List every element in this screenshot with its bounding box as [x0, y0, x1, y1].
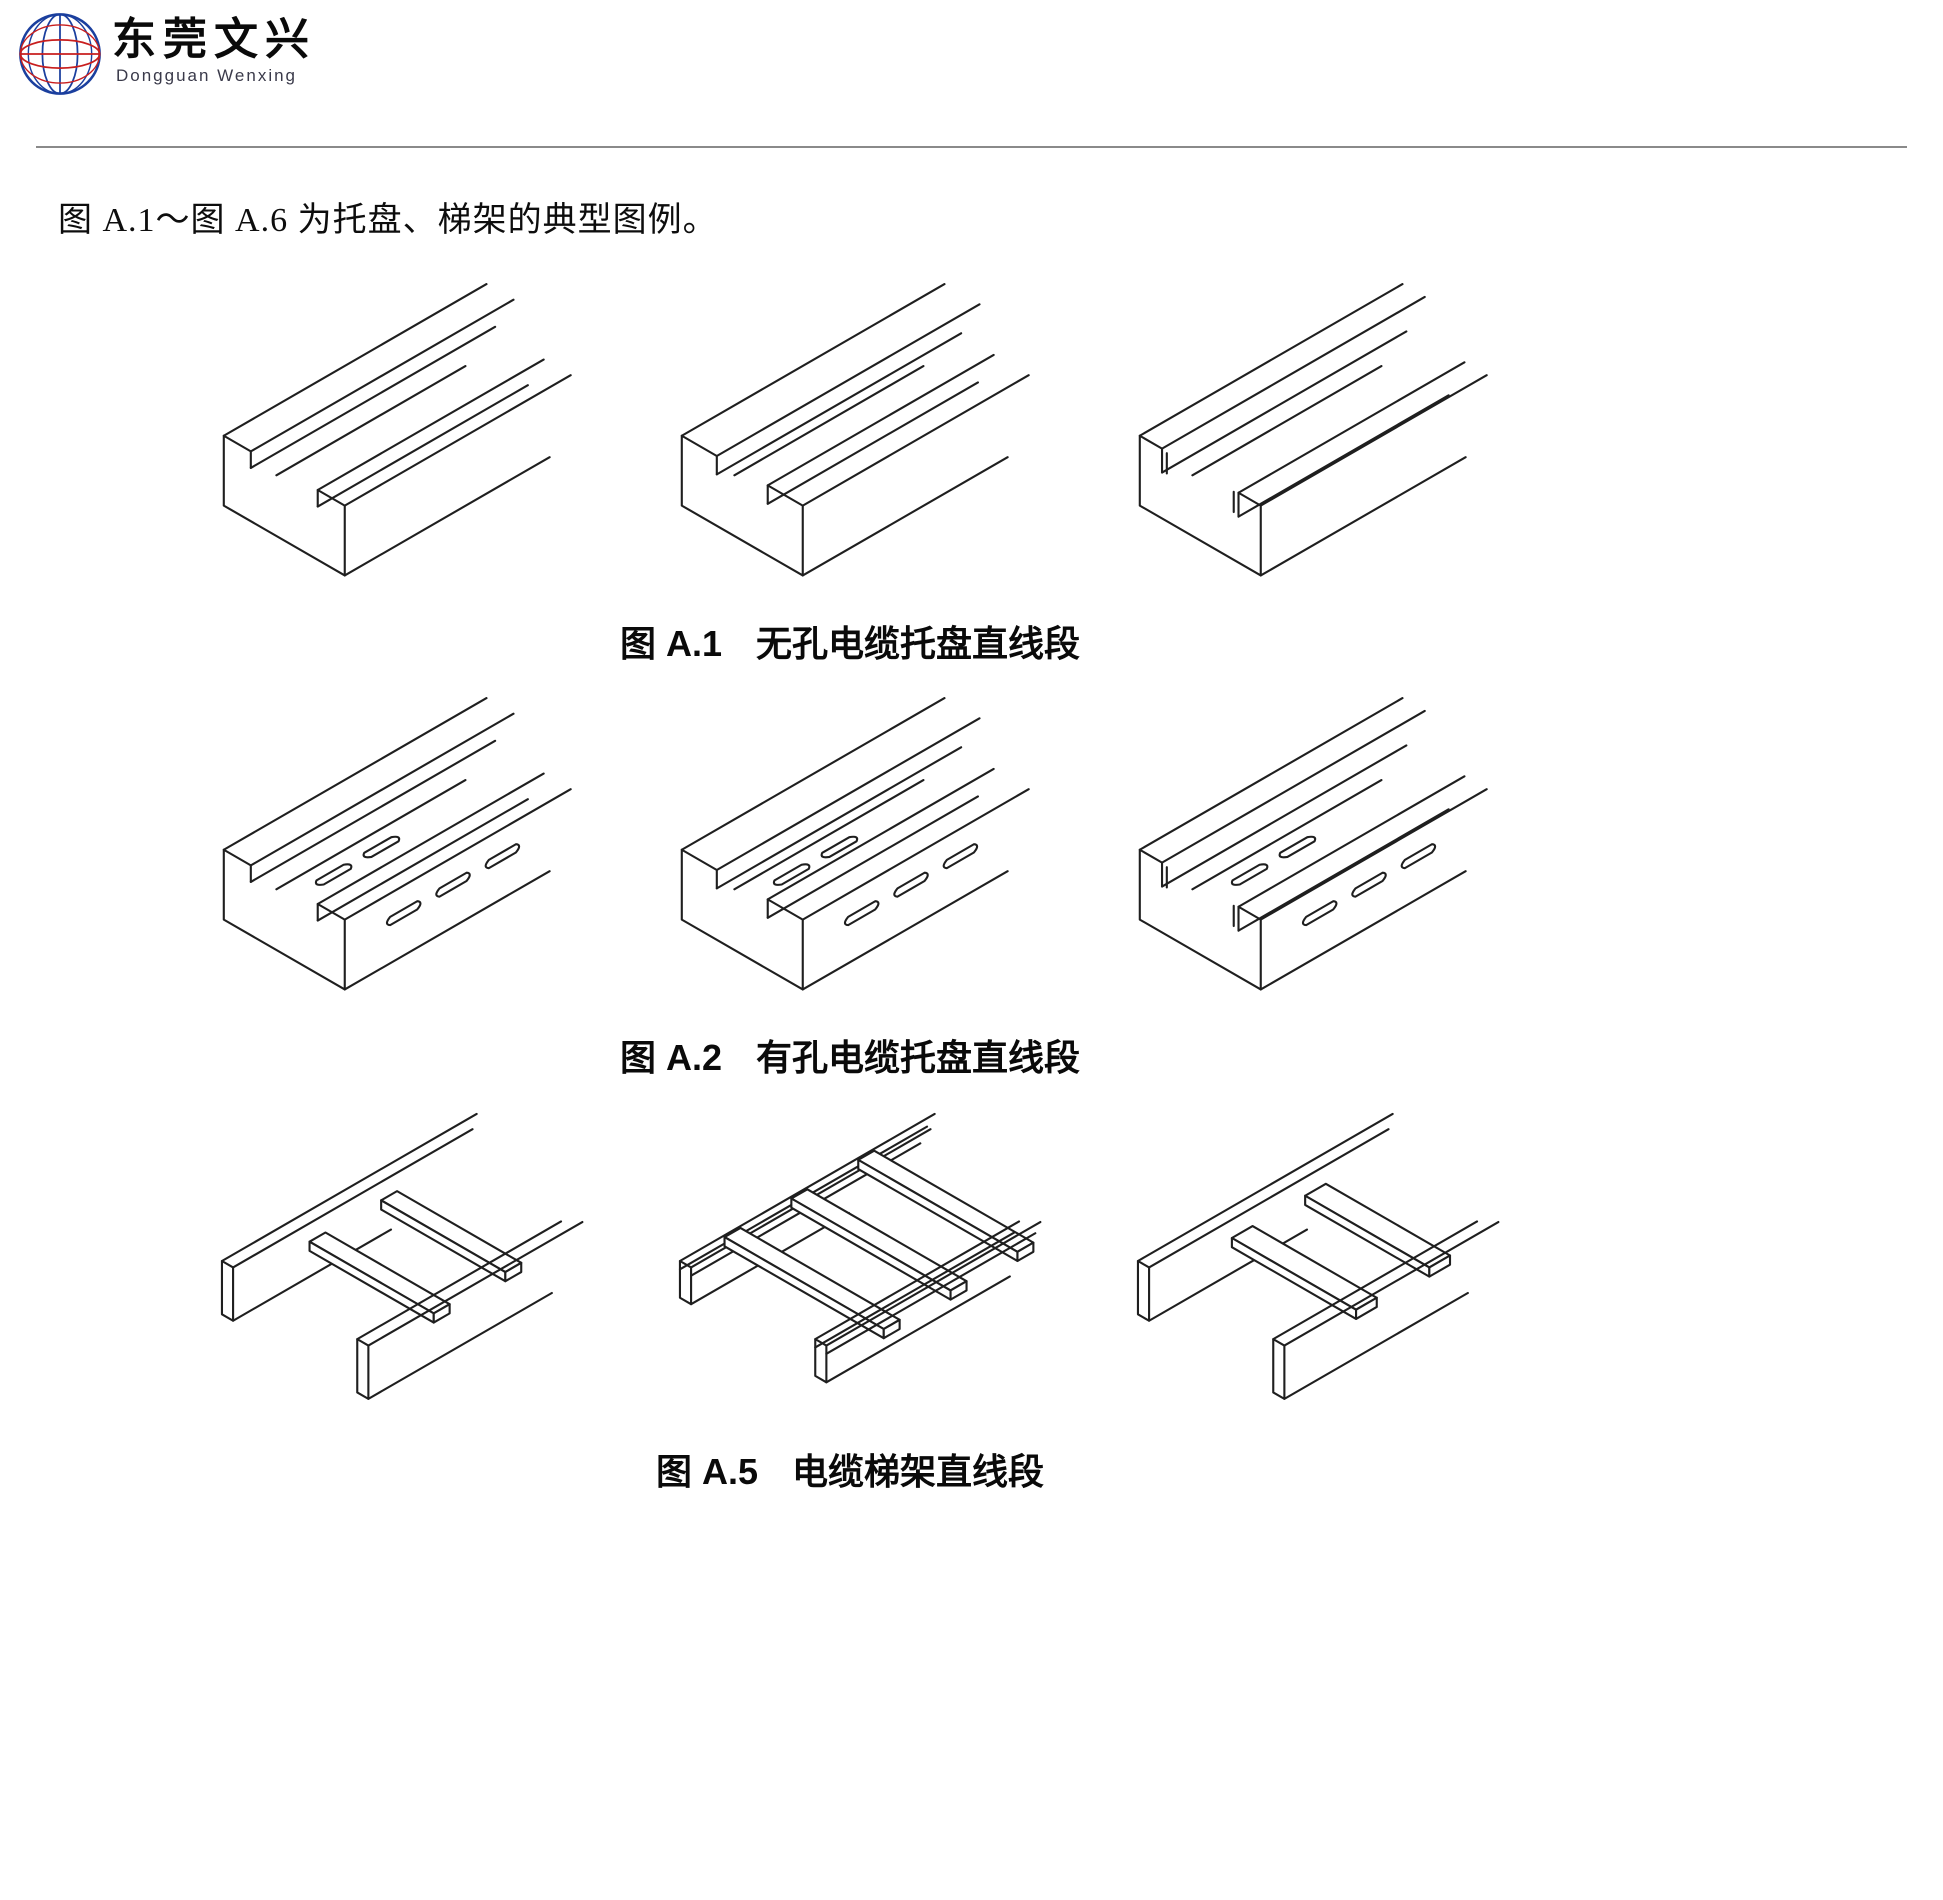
- plain-cable-tray-drawing-2: [680, 283, 1030, 577]
- figure-a1: 图 A.1 无孔电缆托盘直线段: [0, 281, 1700, 667]
- figure-title: 无孔电缆托盘直线段: [756, 623, 1081, 664]
- header-divider: [36, 146, 1907, 148]
- company-logo: 东莞文兴 Dongguan Wenxing: [16, 10, 316, 98]
- figure-a5: 图 A.5 电缆梯架直线段: [0, 1109, 1700, 1495]
- figures-section: 图 A.1 无孔电缆托盘直线段 图 A.2 有孔电缆托盘直线段 图 A.5 电缆梯架直…: [0, 281, 1700, 1495]
- figure-title: 有孔电缆托盘直线段: [756, 1037, 1081, 1078]
- perforated-cable-tray-drawing-2: [680, 697, 1030, 991]
- brand-text: 东莞文兴 Dongguan Wenxing: [112, 15, 316, 86]
- brand-name-english: Dongguan Wenxing: [116, 66, 298, 86]
- figure-a5-drawings: [0, 1109, 1700, 1413]
- figure-label: 图 A.1: [619, 623, 722, 664]
- perforated-cable-tray-drawing-3: [1138, 697, 1488, 991]
- globe-logo-icon: [19, 13, 101, 95]
- intro-text: 图 A.1～图 A.6 为托盘、梯架的典型图例。: [58, 202, 718, 239]
- page-header: 东莞文兴 Dongguan Wenxing: [0, 0, 1943, 128]
- figure-a2-drawings: [0, 695, 1700, 999]
- brand-name-chinese: 东莞文兴: [112, 15, 316, 64]
- plain-cable-tray-drawing-3: [1138, 283, 1488, 577]
- figure-a5-caption: 图 A.5 电缆梯架直线段: [0, 1443, 1700, 1495]
- figure-a1-caption: 图 A.1 无孔电缆托盘直线段: [0, 615, 1700, 667]
- cable-ladder-drawing-1: [220, 1112, 584, 1400]
- figure-a1-drawings: [0, 281, 1700, 585]
- plain-cable-tray-drawing-1: [222, 283, 572, 577]
- figure-a2: 图 A.2 有孔电缆托盘直线段: [0, 695, 1700, 1081]
- figure-title: 电缆梯架直线段: [792, 1451, 1045, 1492]
- perforated-cable-tray-drawing-1: [222, 697, 572, 991]
- figure-label: 图 A.5: [655, 1451, 758, 1492]
- figure-a2-caption: 图 A.2 有孔电缆托盘直线段: [0, 1029, 1700, 1081]
- figure-label: 图 A.2: [619, 1037, 722, 1078]
- cable-ladder-drawing-2: [678, 1112, 1042, 1384]
- cable-ladder-drawing-3: [1136, 1112, 1500, 1400]
